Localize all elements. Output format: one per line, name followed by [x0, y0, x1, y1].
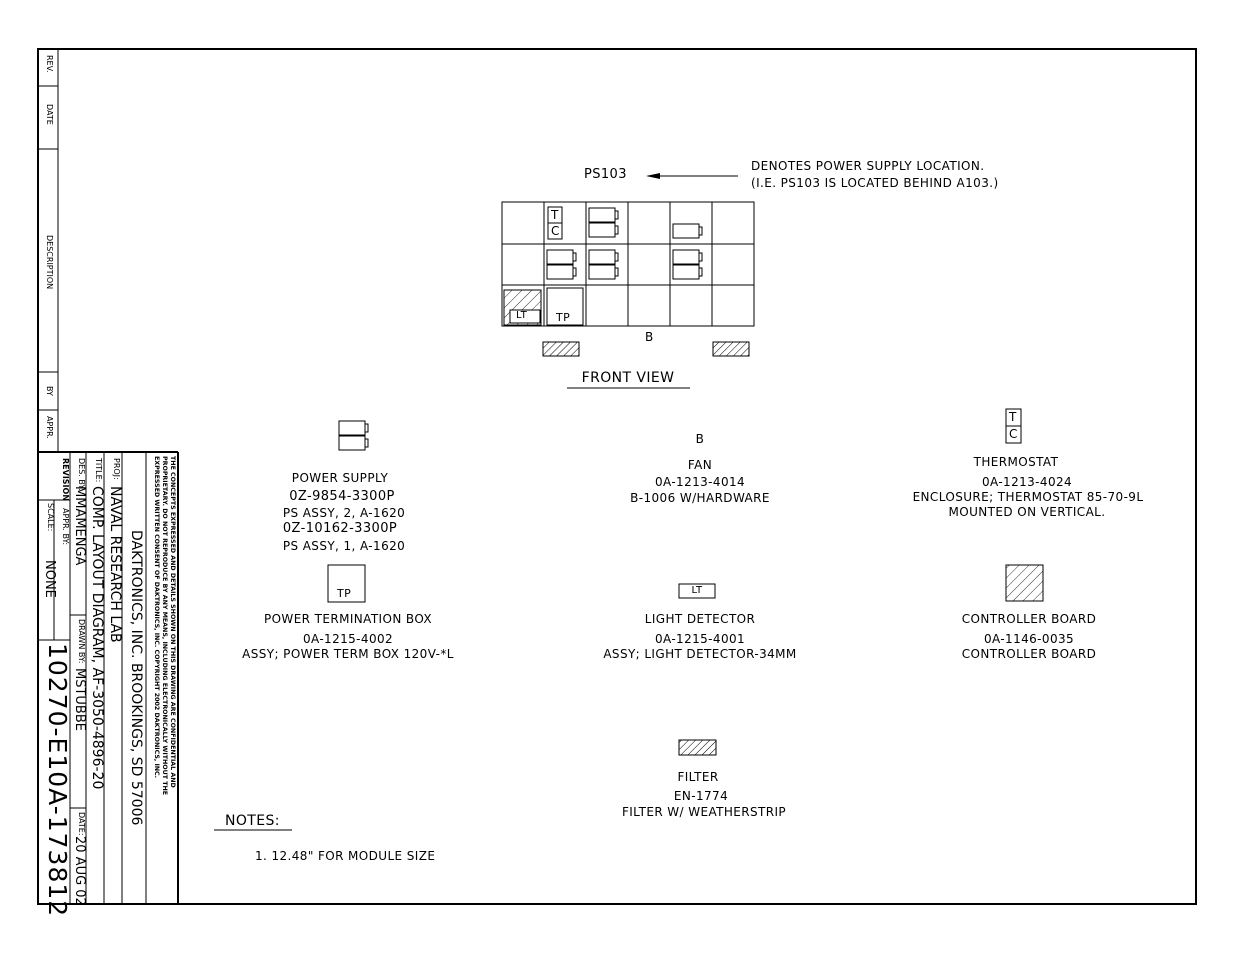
title-label: TITLE:	[94, 458, 103, 483]
appr-by-label: APPR. BY:	[61, 508, 70, 546]
front-view-grid	[501, 201, 755, 327]
ps-note-line-2: (I.E. PS103 IS LOCATED BEHIND A103.)	[751, 176, 999, 190]
thermostat-part: 0A-1213-4024	[981, 475, 1073, 489]
filter-part: EN-1774	[673, 789, 729, 803]
confidential-line-3: EXPRESSED WRITTEN CONSENT OF DAKTRONICS,…	[153, 456, 160, 779]
drawing-title: COMP. LAYOUT DIAGRAM, AF-3050-4896-20	[89, 486, 105, 790]
legend-termination-box-icon	[327, 564, 366, 603]
power-supply-desc-1: PS ASSY, 2, A-1620	[282, 506, 406, 520]
legend-light-detector-icon	[678, 583, 716, 599]
date-label: DATE	[45, 104, 54, 125]
light-detector-desc: ASSY; LIGHT DETECTOR-34MM	[603, 647, 797, 661]
grid-filter-right-icon	[712, 341, 750, 357]
grid-tc-c: C	[551, 224, 560, 238]
controller-board-desc: CONTROLLER BOARD	[961, 647, 1097, 661]
light-detector-symbol: LT	[691, 585, 703, 596]
thermostat-note: MOUNTED ON VERTICAL.	[948, 505, 1106, 519]
revision-label: REVISION	[61, 458, 70, 502]
termination-part: 0A-1215-4002	[302, 632, 394, 646]
termination-name: POWER TERMINATION BOX	[263, 612, 433, 626]
revision-strip	[38, 49, 59, 452]
thermostat-name: THERMOSTAT	[973, 455, 1059, 469]
date-value: 20 AUG 02	[72, 836, 87, 906]
description-label: DESCRIPTION	[45, 235, 54, 290]
ps-note-line-1: DENOTES POWER SUPPLY LOCATION.	[751, 159, 985, 173]
thermostat-c: C	[1009, 427, 1018, 441]
grid-light-detector-icon	[509, 309, 541, 324]
notes-heading: NOTES:	[225, 813, 280, 829]
controller-board-name: CONTROLLER BOARD	[961, 612, 1097, 626]
legend-power-supply-icon	[338, 420, 369, 451]
ps103-label: PS103	[584, 167, 627, 182]
by-label: BY	[45, 386, 54, 396]
fan-symbol: B	[695, 432, 705, 446]
grid-termination-box-icon	[546, 287, 584, 326]
fan-desc: B-1006 W/HARDWARE	[630, 491, 770, 505]
date-label-tb: DATE:	[77, 812, 86, 836]
confidential-line-2: PROPRIETARY. DO NOT REPRODUCE BY ANY MEA…	[161, 456, 168, 796]
rev-label: REV.	[45, 55, 54, 73]
title-block-frame	[38, 451, 179, 904]
grid-fan-label: B	[645, 330, 654, 344]
grid-tc-t: T	[551, 208, 559, 222]
light-detector-name: LIGHT DETECTOR	[644, 612, 756, 626]
note-item-1: 1. 12.48" FOR MODULE SIZE	[255, 849, 436, 863]
legend-filter-icon	[678, 739, 717, 756]
drawn-by-value: MSTUBBE	[72, 668, 87, 731]
power-supply-part-2: 0Z-10162-3300P	[282, 521, 398, 536]
front-view-title: FRONT VIEW	[581, 370, 675, 386]
grid-tp-label: TP	[556, 311, 571, 324]
proj-label: PROJ:	[112, 458, 121, 480]
power-supply-name: POWER SUPPLY	[291, 471, 389, 485]
controller-board-part: 0A-1146-0035	[983, 632, 1075, 646]
grid-lt-label: LT	[516, 310, 528, 321]
confidential-line-1: THE CONCEPTS EXPRESSED AND DETAILS SHOWN…	[169, 456, 176, 788]
power-supply-part-1: 0Z-9854-3300P	[289, 489, 395, 504]
des-by-value: MMAMENGA	[72, 486, 87, 566]
legend-controller-board-icon	[1005, 564, 1044, 602]
appr-label: APPR.	[45, 416, 54, 439]
drawn-by-label: DRAWN BY:	[77, 619, 86, 664]
power-supply-desc-2: PS ASSY, 1, A-1620	[282, 539, 406, 553]
thermostat-t: T	[1009, 410, 1017, 424]
grid-filter-left-icon	[542, 341, 580, 357]
fan-part: 0A-1213-4014	[654, 475, 746, 489]
filter-desc: FILTER W/ WEATHERSTRIP	[621, 805, 787, 819]
drawing-border	[37, 48, 1197, 905]
scale-label: SCALE:	[46, 503, 55, 532]
light-detector-part: 0A-1215-4001	[654, 632, 746, 646]
fan-name: FAN	[687, 458, 713, 472]
project-name: NAVAL RESEARCH LAB	[107, 486, 123, 643]
filter-name: FILTER	[677, 770, 719, 784]
company-name: DAKTRONICS, INC. BROOKINGS, SD 57006	[128, 530, 144, 826]
scale-value: NONE	[42, 560, 57, 598]
ps-location-arrow	[646, 173, 738, 179]
termination-symbol: TP	[337, 587, 352, 600]
thermostat-desc: ENCLOSURE; THERMOSTAT 85-70-9L	[912, 490, 1144, 504]
drawing-number: 10270-E10A-173812	[43, 643, 72, 918]
termination-desc: ASSY; POWER TERM BOX 120V-*L	[242, 647, 454, 661]
